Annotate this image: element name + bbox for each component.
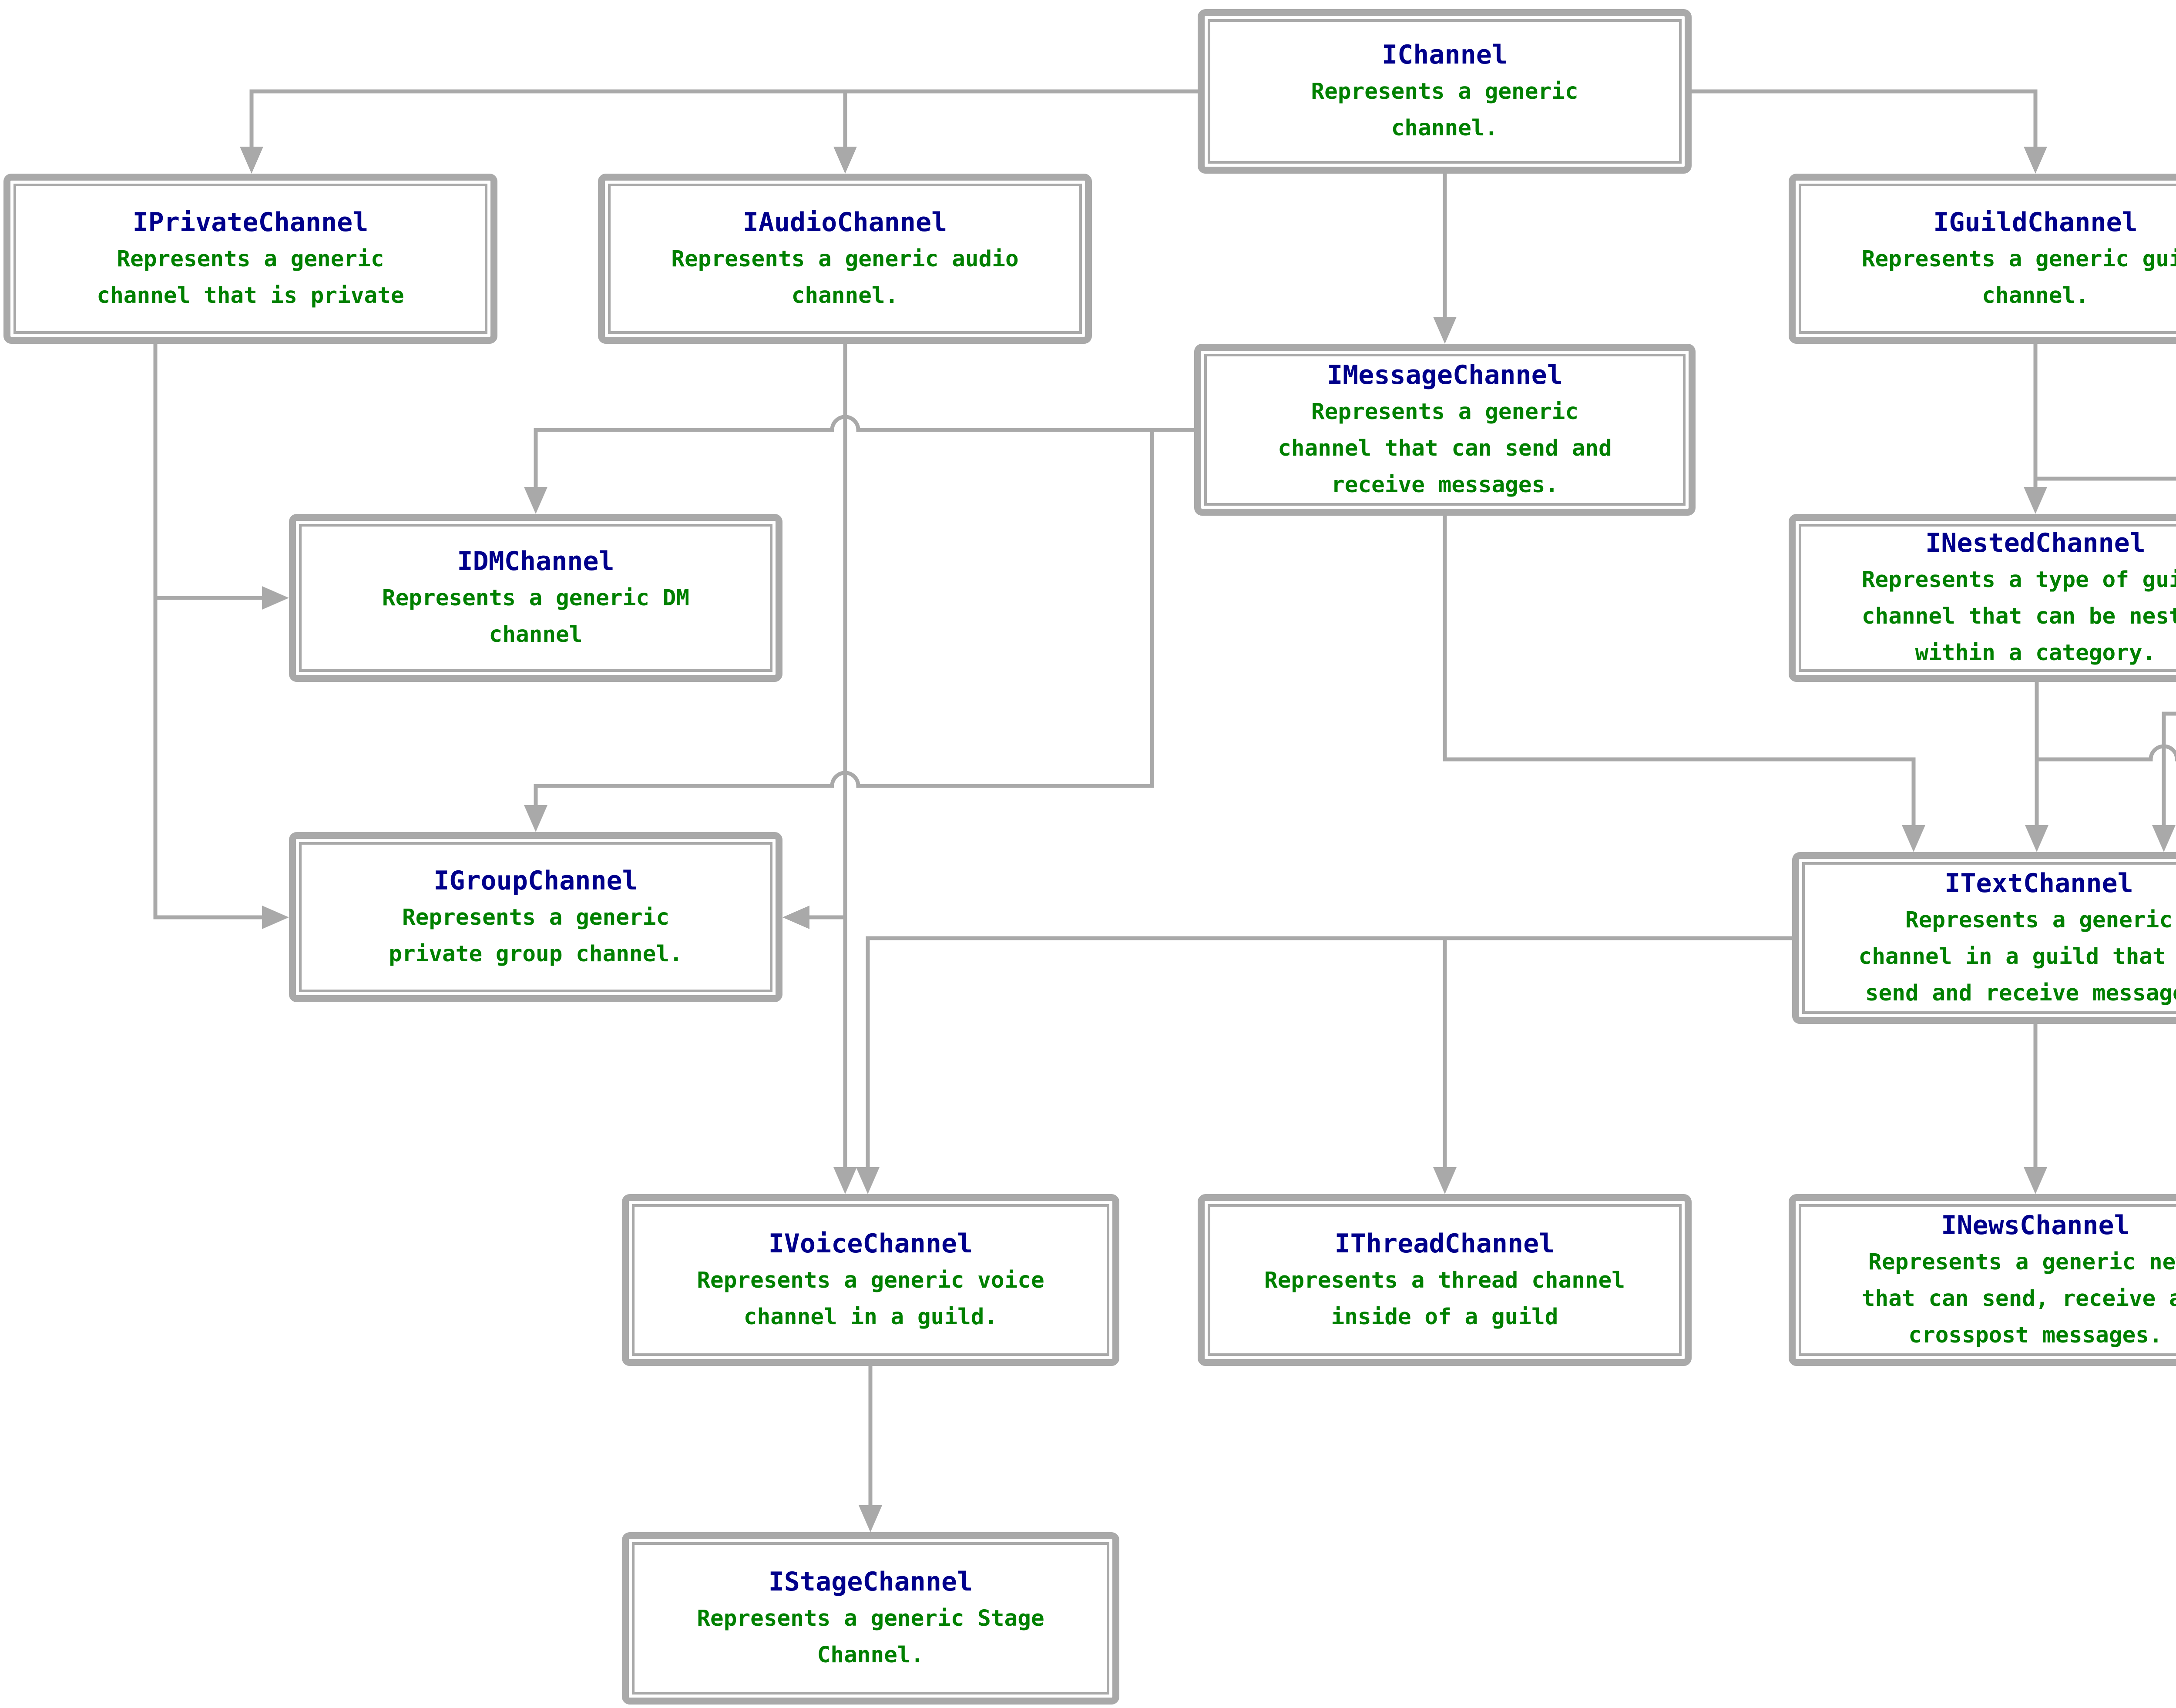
edge-IChannel-IGuildChannel	[1692, 89, 2038, 148]
arrowhead-IMessageChannel-ITextChannel	[1902, 825, 1925, 852]
node-itextchannel: ITextChannel Represents a generic channe…	[1792, 852, 2176, 1024]
node-itextchannel-description: Represents a generic channel in a guild …	[1858, 907, 2176, 1006]
node-iaudiochannel-title: IAudioChannel	[742, 207, 947, 238]
arrowhead-ITextChannel-IThreadChannel	[1433, 1167, 1457, 1194]
node-idmchannel-title: IDMChannel	[457, 546, 615, 577]
node-ithreadchannel-body: IThreadChannel Represents a thread chann…	[1208, 1204, 1682, 1356]
node-iguildchannel-title: IGuildChannel	[1933, 207, 2138, 238]
arrowhead-IChannel-IMessageChannel	[1433, 317, 1457, 344]
node-ichannel-title: IChannel	[1382, 40, 1508, 70]
edge-IPrivateChannel-IGroupChannel	[153, 598, 263, 919]
node-inestedchannel: INestedChannel Represents a type of guil…	[1789, 514, 2176, 682]
node-igroupchannel-body: IGroupChannel Represents a generic priva…	[299, 842, 772, 992]
edge-INestedChannel-IForumChannel	[2037, 744, 2176, 762]
node-itextchannel-body: ITextChannel Represents a generic channe…	[1802, 862, 2176, 1014]
node-inewschannel-title: INewsChannel	[1941, 1210, 2130, 1241]
node-inestedchannel-body: INestedChannel Represents a type of guil…	[1799, 524, 2176, 672]
arrowhead-IMessageChannel-IGroupChannel	[524, 805, 547, 832]
node-ivoicechannel: IVoiceChannel Represents a generic voice…	[622, 1194, 1119, 1366]
node-ithreadchannel-title: IThreadChannel	[1334, 1228, 1555, 1259]
node-istagechannel-description: Represents a generic Stage Channel.	[697, 1606, 1044, 1668]
node-iprivatechannel-description: Represents a generic channel that is pri…	[97, 246, 404, 309]
node-inewschannel-body: INewsChannel Represents a generic news t…	[1799, 1204, 2176, 1356]
node-istagechannel-title: IStageChannel	[768, 1567, 973, 1597]
node-iguildchannel-description: Represents a generic guild channel.	[1861, 246, 2176, 309]
node-iguildchannel-body: IGuildChannel Represents a generic guild…	[1799, 184, 2176, 334]
edge-IMessageChannel-IDMChannel	[534, 415, 1194, 488]
node-idmchannel-body: IDMChannel Represents a generic DM chann…	[299, 524, 772, 672]
arrowhead-IVoiceChannel-IStageChannel	[859, 1505, 882, 1532]
node-itextchannel-title: ITextChannel	[1944, 868, 2133, 899]
node-istagechannel-body: IStageChannel Represents a generic Stage…	[632, 1542, 1109, 1695]
arrowhead-ITextChannel-INewsChannel	[2024, 1167, 2047, 1194]
node-inestedchannel-description: Represents a type of guild channel that …	[1861, 567, 2176, 666]
arrowhead-IIntegrationChannel-ITextChannel	[2152, 825, 2176, 852]
node-ichannel-body: IChannel Represents a generic channel.	[1208, 19, 1682, 164]
node-inewschannel-description: Represents a generic news that can send,…	[1861, 1249, 2176, 1348]
arrowhead-IChannel-IGuildChannel	[2024, 147, 2047, 174]
node-ithreadchannel: IThreadChannel Represents a thread chann…	[1198, 1194, 1692, 1366]
edge-IChannel-IPrivateChannel	[249, 89, 1198, 148]
node-idmchannel-description: Represents a generic DM channel	[382, 585, 690, 648]
node-istagechannel: IStageChannel Represents a generic Stage…	[622, 1532, 1119, 1705]
node-iaudiochannel-description: Represents a generic audio channel.	[671, 246, 1019, 309]
arrowhead-IPrivateChannel-IGroupChannel	[262, 906, 289, 929]
node-ivoicechannel-description: Represents a generic voice channel in a …	[697, 1267, 1044, 1330]
node-imessagechannel-title: IMessageChannel	[1327, 359, 1563, 390]
arrowhead-IChannel-IAudioChannel	[833, 147, 857, 174]
node-iprivatechannel-title: IPrivateChannel	[132, 207, 369, 238]
arrowhead-IMessageChannel-IDMChannel	[524, 487, 547, 514]
node-iprivatechannel: IPrivateChannel Represents a generic cha…	[3, 174, 497, 344]
edge-IIntegrationChannel-ITextChannel	[2162, 711, 2176, 826]
node-iaudiochannel-body: IAudioChannel Represents a generic audio…	[608, 184, 1082, 334]
node-ivoicechannel-title: IVoiceChannel	[768, 1228, 973, 1259]
node-idmchannel: IDMChannel Represents a generic DM chann…	[289, 514, 782, 682]
arrowhead-ITextChannel-IVoiceChannel	[856, 1167, 880, 1194]
edge-ITextChannel-IVoiceChannel	[866, 936, 1792, 1168]
arrowhead-IPrivateChannel-IDMChannel	[262, 586, 289, 610]
node-inestedchannel-title: INestedChannel	[1925, 528, 2146, 558]
edge-IPrivateChannel-IDMChannel	[153, 344, 263, 600]
node-inewschannel: INewsChannel Represents a generic news t…	[1789, 1194, 2176, 1366]
arrowhead-IAudioChannel-IVoiceChannel	[833, 1167, 857, 1194]
node-igroupchannel: IGroupChannel Represents a generic priva…	[289, 832, 782, 1002]
node-iprivatechannel-body: IPrivateChannel Represents a generic cha…	[13, 184, 487, 334]
node-imessagechannel-body: IMessageChannel Represents a generic cha…	[1204, 354, 1686, 506]
node-igroupchannel-description: Represents a generic private group chann…	[389, 904, 683, 967]
node-imessagechannel-description: Represents a generic channel that can se…	[1278, 399, 1612, 498]
edge-IGuildChannel-IIntegrationChannel	[2035, 476, 2176, 481]
node-igroupchannel-title: IGroupChannel	[433, 865, 638, 896]
node-ichannel-description: Represents a generic channel.	[1311, 79, 1578, 141]
node-ivoicechannel-body: IVoiceChannel Represents a generic voice…	[632, 1204, 1109, 1356]
node-iguildchannel: IGuildChannel Represents a generic guild…	[1789, 174, 2176, 344]
arrowhead-INestedChannel-ITextChannel	[2025, 825, 2048, 852]
node-ithreadchannel-description: Represents a thread channel inside of a …	[1264, 1267, 1625, 1330]
arrowhead-IChannel-IPrivateChannel	[240, 147, 263, 174]
arrowhead-IAudioChannel-IGroupChannel	[782, 906, 809, 929]
node-iaudiochannel: IAudioChannel Represents a generic audio…	[598, 174, 1092, 344]
edge-IMessageChannel-ITextChannel	[1443, 516, 1916, 826]
node-ichannel: IChannel Represents a generic channel.	[1198, 9, 1692, 174]
node-imessagechannel: IMessageChannel Represents a generic cha…	[1194, 344, 1696, 516]
arrowhead-IGuildChannel-INestedChannel	[2024, 487, 2047, 514]
